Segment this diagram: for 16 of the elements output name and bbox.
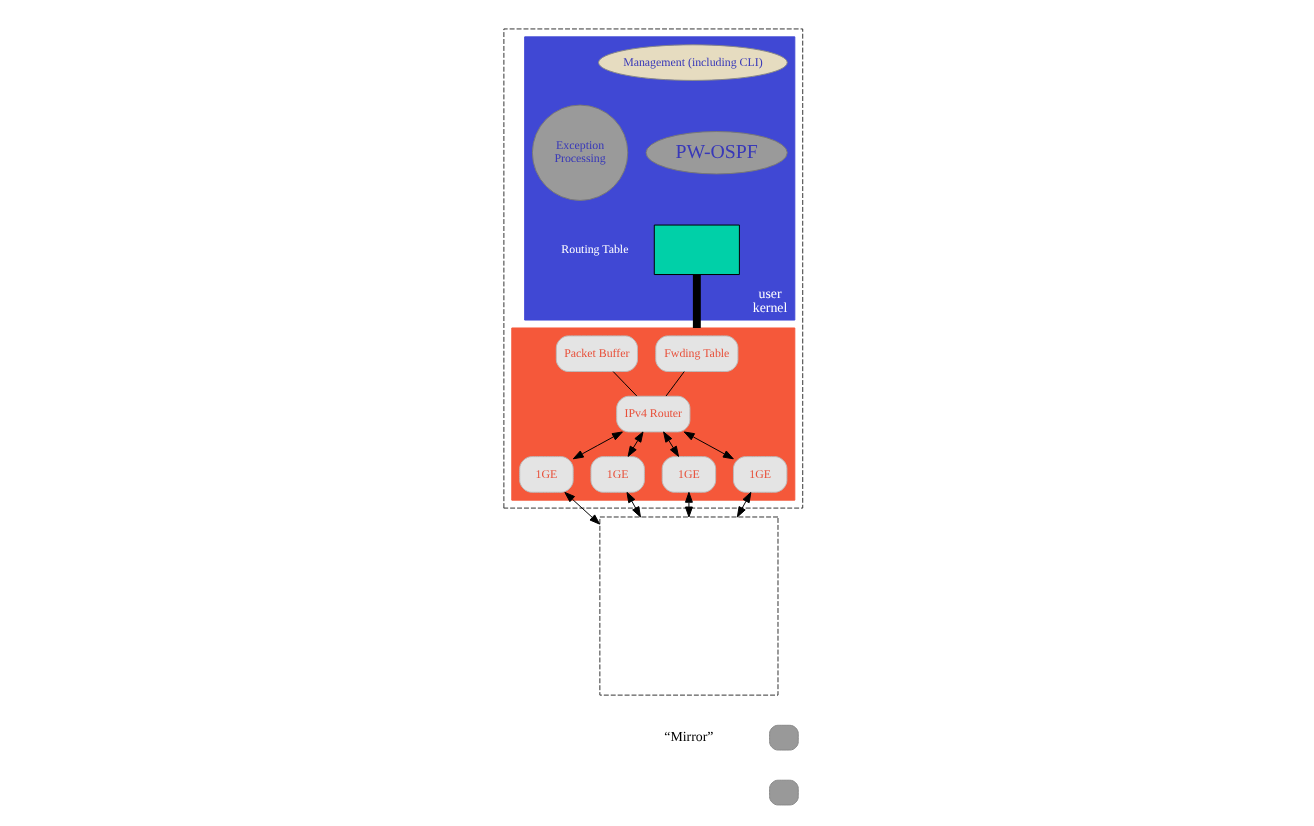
connector bbox=[664, 371, 684, 397]
node-ellipse: PW-OSPF bbox=[644, 131, 787, 175]
arrow bbox=[683, 491, 692, 518]
arrow bbox=[682, 431, 733, 460]
arrow bbox=[563, 491, 600, 525]
connector bbox=[611, 371, 637, 397]
connector bbox=[691, 274, 700, 328]
node-box bbox=[598, 516, 778, 696]
node-box bbox=[652, 224, 739, 276]
arrow bbox=[662, 431, 679, 457]
arrow bbox=[625, 491, 640, 518]
node-box bbox=[768, 724, 798, 751]
arrow bbox=[626, 431, 643, 457]
arrow bbox=[571, 431, 622, 460]
arrow bbox=[735, 491, 751, 518]
node-box bbox=[768, 779, 798, 806]
